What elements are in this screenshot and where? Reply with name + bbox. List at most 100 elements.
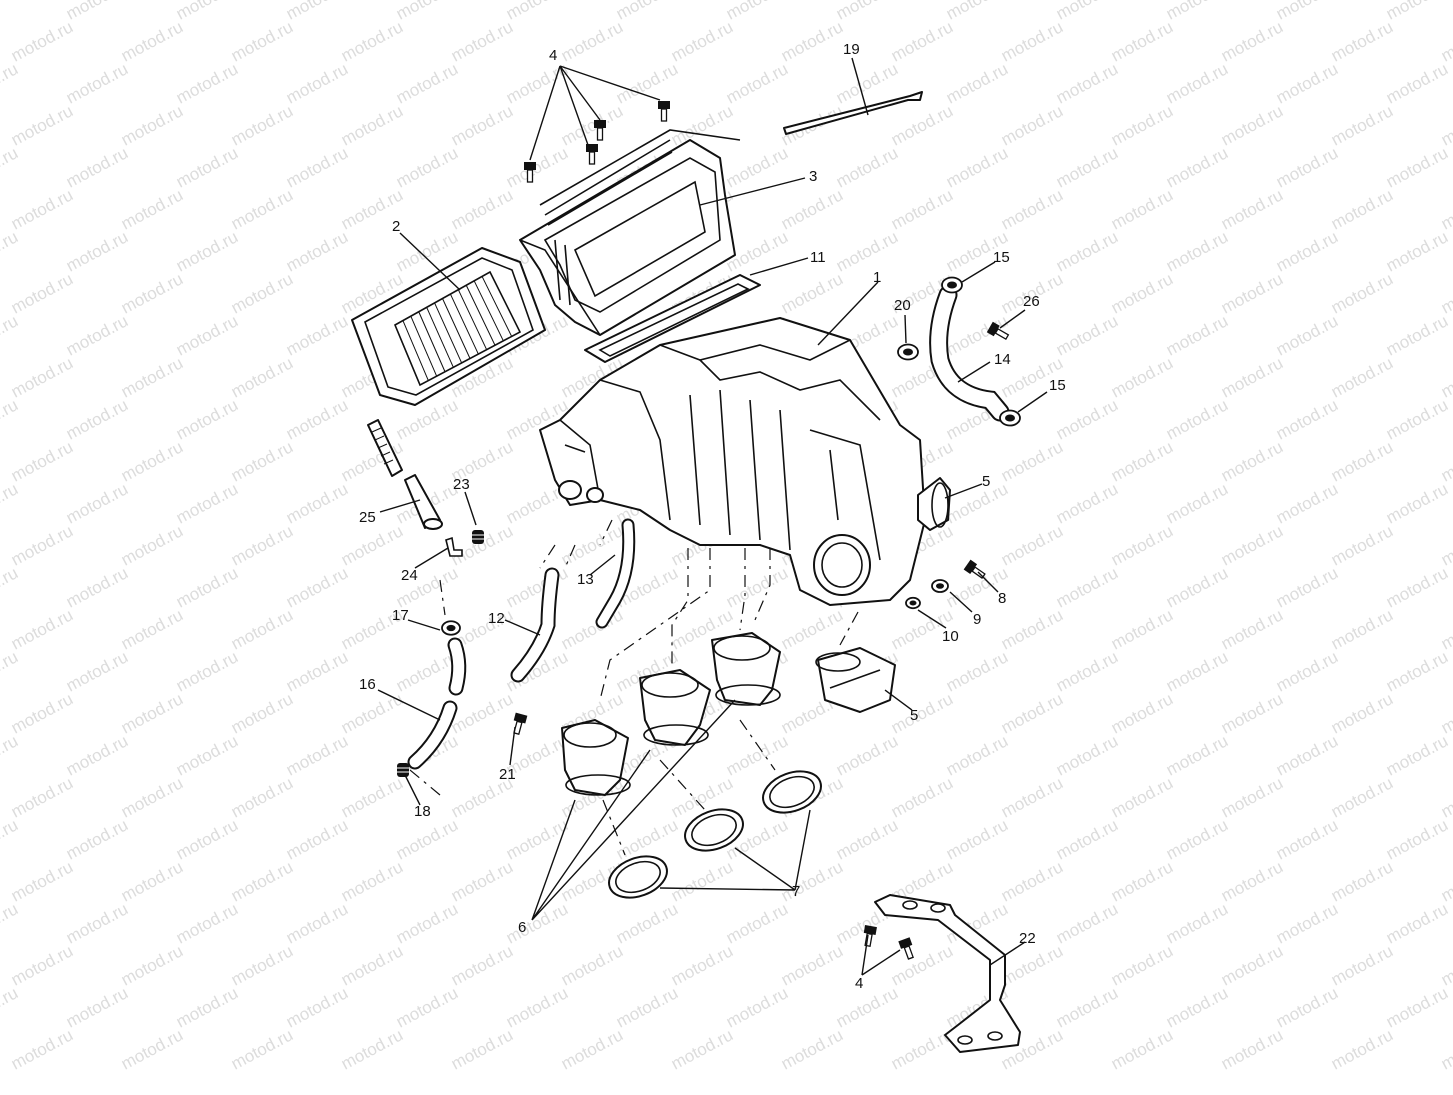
watermark-text: motod.ru xyxy=(118,941,186,989)
watermark-text: motod.ru xyxy=(228,1025,296,1073)
watermark-text: motod.ru xyxy=(998,101,1066,149)
watermark-text: motod.ru xyxy=(1218,353,1286,401)
watermark-text: motod.ru xyxy=(1383,479,1451,527)
watermark-text: motod.ru xyxy=(1438,437,1453,485)
rubber-cap xyxy=(397,763,409,777)
watermark-text: motod.ru xyxy=(63,731,131,779)
watermark-text: motod.ru xyxy=(0,0,21,24)
watermark-text: motod.ru xyxy=(393,983,461,1031)
filter-pleat xyxy=(489,271,521,333)
watermark-text: motod.ru xyxy=(338,773,406,821)
watermark-text: motod.ru xyxy=(338,521,406,569)
watermark-text: motod.ru xyxy=(1273,395,1341,443)
part-hose-16b xyxy=(407,700,458,770)
watermark-text: motod.ru xyxy=(228,941,296,989)
callout-11: 11 xyxy=(810,249,826,266)
watermark-text: motod.ru xyxy=(0,647,21,695)
watermark-text: motod.ru xyxy=(393,59,461,107)
nut xyxy=(441,620,461,636)
watermark-text: motod.ru xyxy=(1383,731,1451,779)
watermark-text: motod.ru xyxy=(1218,269,1286,317)
watermark-text: motod.ru xyxy=(613,0,681,24)
watermark-text: motod.ru xyxy=(8,353,76,401)
watermark-text: motod.ru xyxy=(888,941,956,989)
watermark-text: motod.ru xyxy=(1218,1025,1286,1073)
bolt xyxy=(594,120,606,141)
watermark-text: motod.ru xyxy=(1108,437,1176,485)
watermark-text: motod.ru xyxy=(118,353,186,401)
watermark-text: motod.ru xyxy=(448,17,516,65)
callout-10: 10 xyxy=(942,628,959,645)
watermark-text: motod.ru xyxy=(0,563,21,611)
watermark-text: motod.ru xyxy=(778,269,846,317)
callout-2: 2 xyxy=(392,218,400,235)
watermark-text: motod.ru xyxy=(1053,647,1121,695)
callout-5-upper: 5 xyxy=(982,473,990,490)
watermark-text: motod.ru xyxy=(943,815,1011,863)
watermark-text: motod.ru xyxy=(118,437,186,485)
watermark-text: motod.ru xyxy=(1218,185,1286,233)
watermark-text: motod.ru xyxy=(1218,101,1286,149)
watermark-text: motod.ru xyxy=(1053,983,1121,1031)
watermark-text: motod.ru xyxy=(448,941,516,989)
watermark-text: motod.ru xyxy=(228,269,296,317)
watermark-text: motod.ru xyxy=(338,689,406,737)
watermark-text: motod.ru xyxy=(228,521,296,569)
watermark-text: motod.ru xyxy=(1383,0,1451,24)
bolt xyxy=(986,321,1010,341)
watermark-text: motod.ru xyxy=(503,143,571,191)
callout-9: 9 xyxy=(973,611,981,628)
watermark-text: motod.ru xyxy=(558,605,626,653)
watermark-text: motod.ru xyxy=(888,689,956,737)
watermark-text: motod.ru xyxy=(503,983,571,1031)
watermark-text: motod.ru xyxy=(888,17,956,65)
filter-pleat xyxy=(402,320,429,381)
watermark-text: motod.ru xyxy=(1273,143,1341,191)
filter-pleat xyxy=(465,285,496,346)
watermark-text: motod.ru xyxy=(998,521,1066,569)
part-hose-12 xyxy=(510,567,560,683)
bolt xyxy=(658,101,670,122)
watermark-text: motod.ru xyxy=(63,227,131,275)
watermark-text: motod.ru xyxy=(1383,311,1451,359)
watermark-text: motod.ru xyxy=(668,857,736,905)
callout-6: 6 xyxy=(518,919,526,936)
watermark-text: motod.ru xyxy=(118,101,186,149)
watermark-text: motod.ru xyxy=(448,521,516,569)
watermark-text: motod.ru xyxy=(998,773,1066,821)
callout-23: 23 xyxy=(453,476,470,493)
watermark-text: motod.ru xyxy=(833,227,901,275)
watermark-text: motod.ru xyxy=(228,185,296,233)
watermark-text: motod.ru xyxy=(448,185,516,233)
watermark-text: motod.ru xyxy=(1438,689,1453,737)
watermark-text: motod.ru xyxy=(338,1025,406,1073)
watermark-text: motod.ru xyxy=(888,101,956,149)
watermark-text: motod.ru xyxy=(1383,227,1451,275)
part-hose-14 xyxy=(929,285,1010,422)
watermark-text: motod.ru xyxy=(833,815,901,863)
watermark-text: motod.ru xyxy=(723,899,791,947)
watermark-text: motod.ru xyxy=(1108,1025,1176,1073)
watermark-text: motod.ru xyxy=(1053,143,1121,191)
watermark-text: motod.ru xyxy=(943,59,1011,107)
watermark-text: motod.ru xyxy=(1218,437,1286,485)
watermark-text: motod.ru xyxy=(943,647,1011,695)
watermark-text: motod.ru xyxy=(448,101,516,149)
watermark-text: motod.ru xyxy=(1328,1025,1396,1073)
watermark-text: motod.ru xyxy=(173,311,241,359)
watermark-text: motod.ru xyxy=(778,605,846,653)
callout-3: 3 xyxy=(809,168,817,185)
callout-24: 24 xyxy=(401,567,418,584)
watermark-text: motod.ru xyxy=(283,563,351,611)
watermark-text: motod.ru xyxy=(1383,983,1451,1031)
watermark-text: motod.ru xyxy=(283,479,351,527)
callout-4-top: 4 xyxy=(549,47,557,64)
callout-22: 22 xyxy=(1019,930,1036,947)
watermark-text: motod.ru xyxy=(1273,59,1341,107)
watermark-text: motod.ru xyxy=(228,353,296,401)
watermark-text: motod.ru xyxy=(1053,311,1121,359)
watermark-text: motod.ru xyxy=(173,479,241,527)
part-o-rings xyxy=(608,770,822,899)
watermark-text: motod.ru xyxy=(118,857,186,905)
watermark-text: motod.ru xyxy=(173,983,241,1031)
